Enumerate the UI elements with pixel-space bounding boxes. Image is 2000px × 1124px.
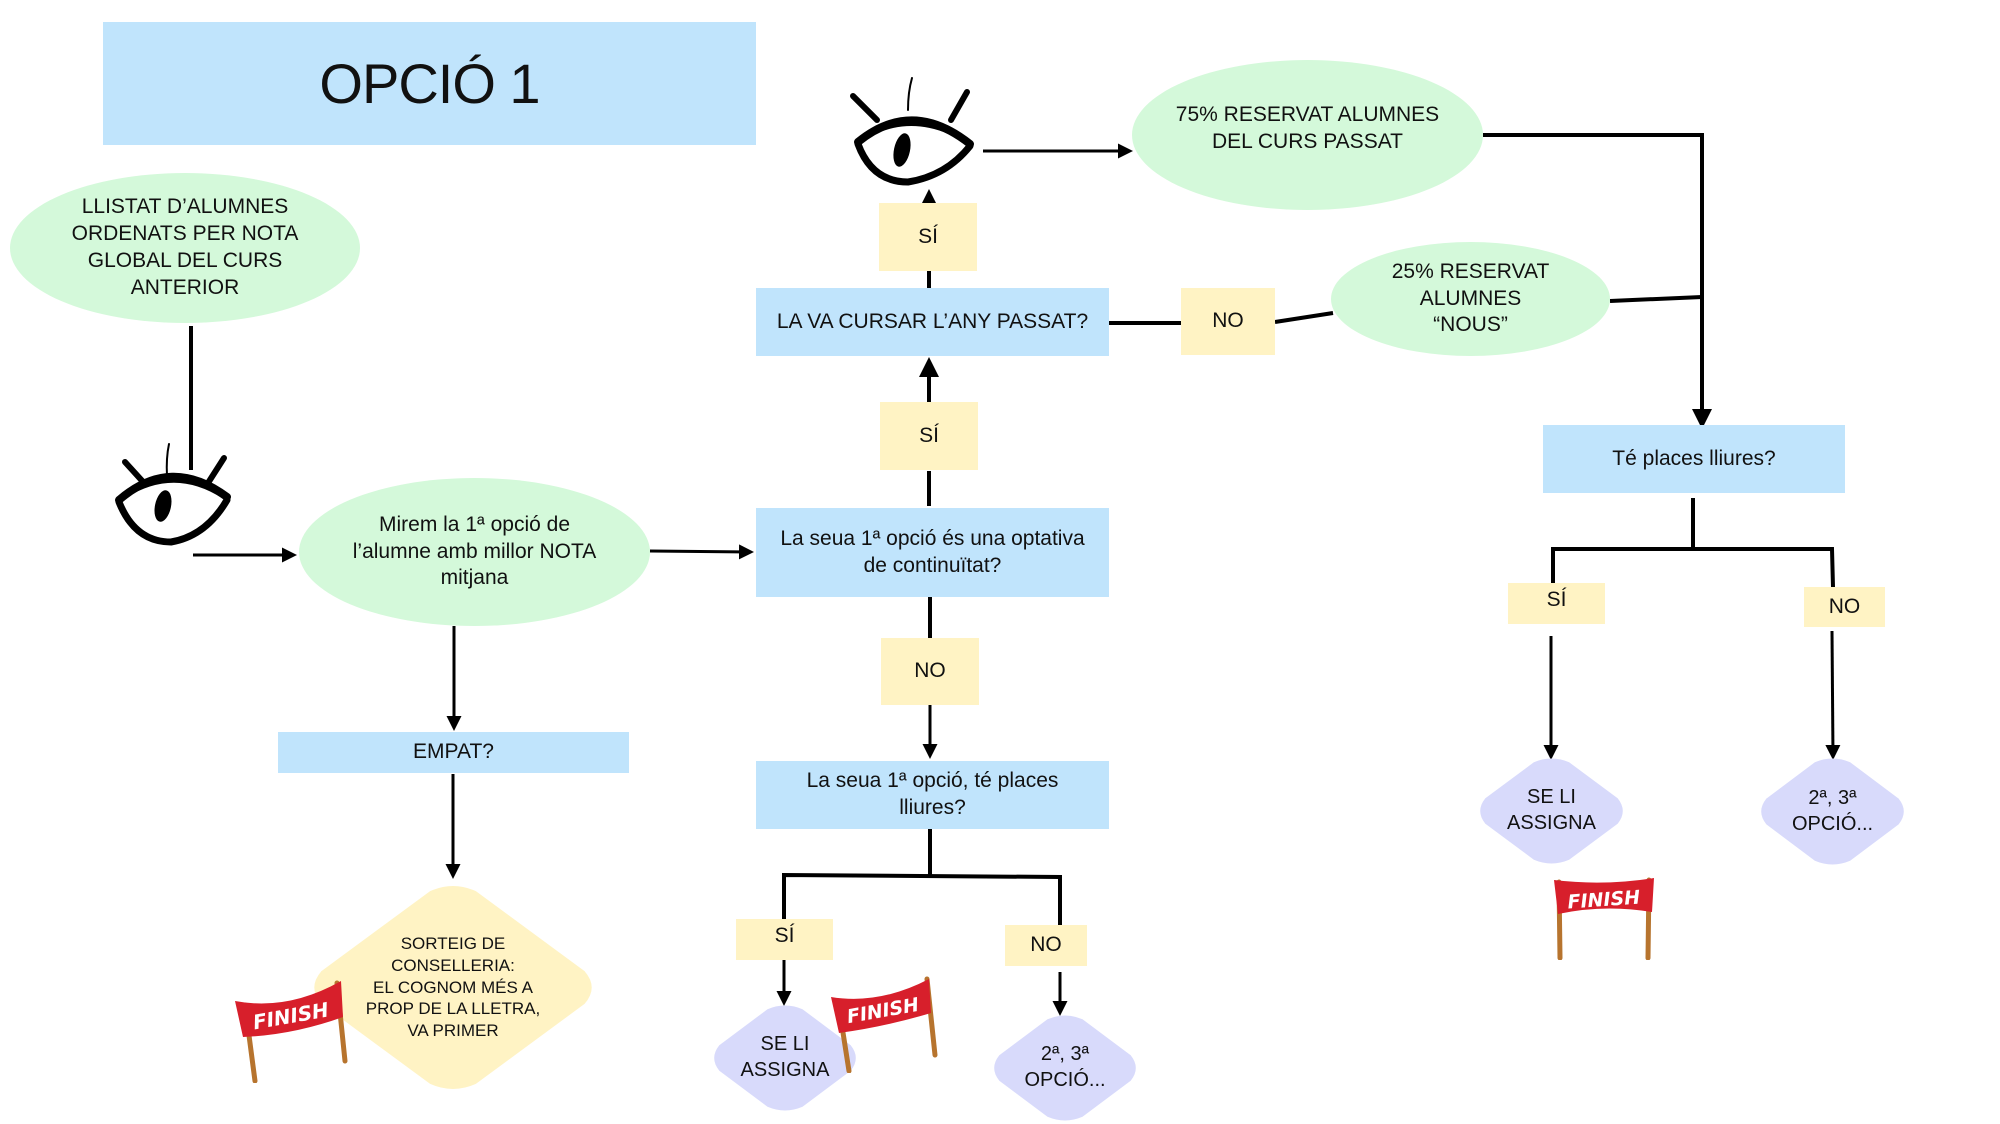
connector-no-25 <box>1274 311 1334 324</box>
node-assigna-center: SE LI ASSIGNA <box>712 1005 858 1111</box>
connector-right-branch <box>1551 547 1835 588</box>
node-assigna-right: SE LI ASSIGNA <box>1478 758 1625 864</box>
altres-center-label: 2ª, 3ª OPCIÓ... <box>1024 1043 1106 1091</box>
eye-icon <box>850 76 976 188</box>
diamond-shape <box>714 1005 856 1111</box>
node-places-lliures-right: Té places lliures? <box>1543 425 1845 493</box>
answer-no-right-branch: NO <box>1804 587 1885 627</box>
diamond-shape <box>314 886 592 1089</box>
assigna-center-label: SE LI ASSIGNA <box>740 1033 830 1081</box>
connector-center-branch <box>782 872 1062 925</box>
finish-banner-icon: FINISH <box>829 975 939 1073</box>
diamond-shape <box>1761 758 1904 865</box>
finish-banner-icon: FINISH <box>1552 874 1656 960</box>
node-llistat-alumnes: LLISTAT D’ALUMNES ORDENATS PER NOTA GLOB… <box>10 173 360 323</box>
altres-right-label: 2ª, 3ª OPCIÓ... <box>1791 786 1874 835</box>
answer-si-lower: SÍ <box>880 402 978 470</box>
answer-si-right-branch: SÍ <box>1508 583 1605 624</box>
finish-text: FINISH <box>1567 886 1641 913</box>
connector-right-no-altres <box>1825 630 1841 760</box>
node-altres-opcions-center: 2ª, 3ª OPCIÓ... <box>992 1015 1138 1121</box>
answer-no-center: NO <box>881 638 979 705</box>
page-title: OPCIÓ 1 <box>103 22 756 145</box>
answer-si-center-branch: SÍ <box>736 919 833 960</box>
answer-si-upper: SÍ <box>879 203 977 271</box>
node-reservat-25: 25% RESERVAT ALUMNES “NOUS” <box>1331 242 1610 356</box>
node-reservat-75: 75% RESERVAT ALUMNES DEL CURS PASSAT <box>1132 60 1483 210</box>
node-sorteig-conselleria: SORTEIG DE CONSELLERIA: EL COGNOM MÉS A … <box>310 885 596 1090</box>
assigna-right-label: SE LI ASSIGNA <box>1507 786 1596 834</box>
sorteig-label: SORTEIG DE CONSELLERIA: EL COGNOM MÉS A … <box>365 934 541 1041</box>
node-altres-opcions-right: 2ª, 3ª OPCIÓ... <box>1759 758 1906 865</box>
eye-icon <box>111 440 237 546</box>
node-empat: EMPAT? <box>278 732 629 773</box>
diamond-shape <box>1480 758 1623 864</box>
node-optativa-continuitat: La seua 1ª opció és una optativa de cont… <box>756 508 1109 597</box>
connector-25-vertical <box>1609 295 1703 303</box>
connector-mirem-optativa <box>649 544 754 560</box>
diamond-shape <box>994 1015 1136 1121</box>
node-cursar-any-passat: LA VA CURSAR L’ANY PASSAT? <box>756 288 1109 356</box>
answer-no-cursar: NO <box>1181 288 1275 355</box>
node-mirem-opcio: Mirem la 1ª opció de l’alumne amb millor… <box>299 478 650 626</box>
answer-no-center-branch: NO <box>1005 925 1087 966</box>
finish-banner-icon: FINISH <box>233 977 351 1083</box>
node-places-lliures-center: La seua 1ª opció, té places lliures? <box>756 761 1109 829</box>
